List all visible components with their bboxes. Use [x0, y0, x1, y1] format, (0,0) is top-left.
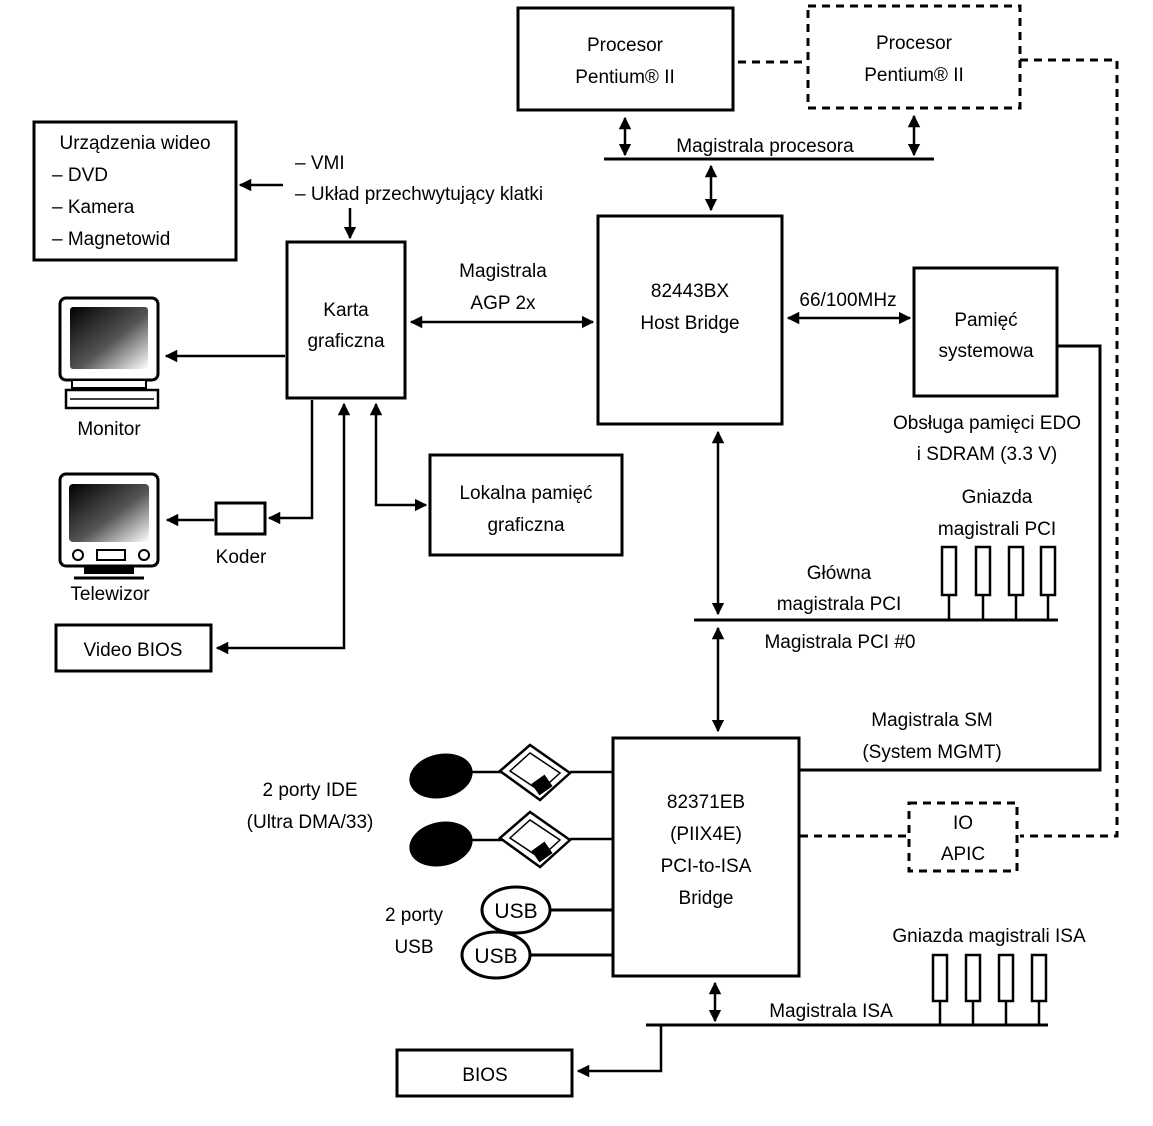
- processor-2-line2: Pentium® II: [864, 65, 964, 86]
- processor-1-line2: Pentium® II: [575, 67, 675, 88]
- isa-bus-label: Magistrala ISA: [769, 1001, 893, 1022]
- encoder-box: [214, 501, 267, 536]
- frame-grabber-label: – Układ przechwytujący klatki: [295, 184, 543, 205]
- host-bridge-box: 82443BX Host Bridge: [596, 214, 784, 426]
- piix-line4: Bridge: [679, 888, 734, 909]
- card-to-encoder-arrow: [267, 400, 314, 525]
- io-apic-box: [907, 801, 1019, 873]
- bios-label: BIOS: [462, 1065, 507, 1086]
- pci-slots-icon: [940, 545, 1057, 619]
- encoder-label: Koder: [216, 547, 267, 568]
- video-bios-box: [54, 623, 213, 673]
- memory-support-line1: Obsługa pamięci EDO: [893, 413, 1081, 434]
- processor-2-line1: Procesor: [876, 33, 953, 54]
- usb-ports-line1: 2 porty: [385, 905, 444, 926]
- hard-disk-icon-2: [409, 821, 473, 867]
- local-graphics-memory-box: [428, 453, 624, 557]
- system-memory-line1: Pamięć: [954, 310, 1017, 331]
- processor-1-box: Procesor Pentium® II: [516, 6, 735, 112]
- sm-bus-line: [800, 344, 1102, 772]
- host-bridge-line2: Host Bridge: [640, 313, 739, 334]
- pci0-label: Magistrala PCI #0: [764, 632, 915, 653]
- video-device-dvd: – DVD: [52, 165, 108, 186]
- processor-bus-label: Magistrala procesora: [676, 136, 854, 157]
- isa-slots-icon: [931, 953, 1048, 1024]
- piix-line2: (PIIX4E): [670, 824, 742, 845]
- memory-speed-label: 66/100MHz: [799, 290, 896, 311]
- video-devices-box: Urządzenia wideo – DVD – Kamera – Magnet…: [32, 120, 238, 262]
- io-apic-line2: APIC: [941, 844, 985, 865]
- processor-1-line1: Procesor: [587, 35, 664, 56]
- agp-label-line1: Magistrala: [459, 261, 547, 282]
- pci-slots-line2: magistrali PCI: [938, 519, 1056, 540]
- isa-slots-label: Gniazda magistrali ISA: [892, 926, 1086, 947]
- io-apic-line1: IO: [953, 813, 973, 834]
- isa-to-bios-arrow: [576, 1025, 663, 1078]
- sm-bus-line1: Magistrala SM: [871, 710, 992, 731]
- tv-icon: [58, 472, 160, 580]
- ide-label-line2: (Ultra DMA/33): [247, 812, 374, 833]
- card-to-local-memory-arrow: [369, 402, 428, 512]
- usb-port-1: USB: [480, 885, 552, 935]
- graphics-card-line2: graficzna: [307, 331, 385, 352]
- usb-ports-line2: USB: [394, 937, 433, 958]
- graphics-card-line1: Karta: [323, 300, 369, 321]
- bios-box: [395, 1048, 574, 1098]
- monitor-icon: [58, 296, 160, 410]
- main-pci-line2: magistrala PCI: [777, 594, 902, 615]
- card-to-video-bios-arrow: [215, 402, 351, 655]
- system-memory-box: Pamięć systemowa: [912, 266, 1059, 398]
- monitor-label: Monitor: [77, 419, 141, 440]
- video-device-vcr: – Magnetowid: [52, 229, 170, 250]
- pci-slots-line1: Gniazda: [962, 487, 1033, 508]
- video-device-camera: – Kamera: [52, 197, 135, 218]
- local-memory-line1: Lokalna pamięć: [459, 483, 592, 504]
- floppy-drive-icon-1: [497, 743, 573, 802]
- floppy-drive-icon-2: [497, 810, 573, 869]
- main-pci-line1: Główna: [807, 563, 872, 584]
- video-devices-title: Urządzenia wideo: [59, 133, 210, 154]
- piix4e-bridge-box: 82371EB (PIIX4E) PCI-to-ISA Bridge: [611, 736, 801, 978]
- host-bridge-line1: 82443BX: [651, 281, 730, 302]
- video-bios-label: Video BIOS: [84, 640, 183, 661]
- ide-label-line1: 2 porty IDE: [262, 780, 357, 801]
- apic-link-dashed: [1020, 58, 1119, 838]
- piix-line1: 82371EB: [667, 792, 745, 813]
- sm-bus-line2: (System MGMT): [862, 742, 1001, 763]
- memory-support-line2: i SDRAM (3.3 V): [917, 444, 1057, 465]
- system-memory-line2: systemowa: [938, 341, 1033, 362]
- usb-port-2-label: USB: [474, 945, 517, 968]
- tv-label: Telewizor: [70, 584, 150, 605]
- graphics-card-box: Karta graficzna: [285, 240, 407, 400]
- piix-line3: PCI-to-ISA: [661, 856, 752, 877]
- processor-2-box: Procesor Pentium® II: [806, 4, 1022, 110]
- hard-disk-icon-1: [409, 753, 473, 799]
- local-memory-line2: graficzna: [487, 515, 565, 536]
- agp-label-line2: AGP 2x: [470, 293, 536, 314]
- vmi-label: – VMI: [295, 153, 345, 174]
- usb-port-2: USB: [460, 930, 532, 980]
- usb-port-1-label: USB: [494, 900, 537, 923]
